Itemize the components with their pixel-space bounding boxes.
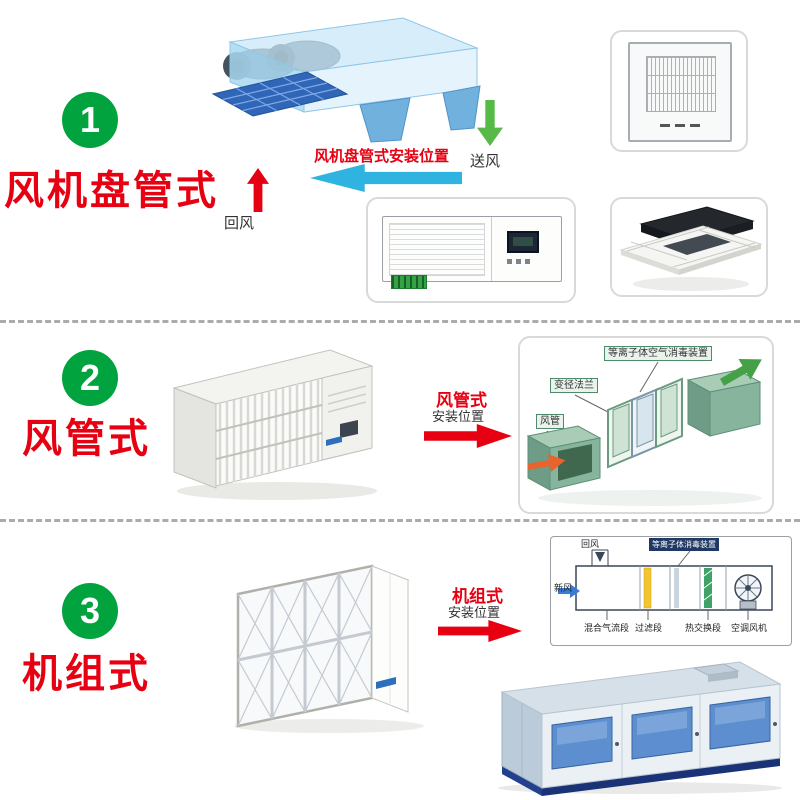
brand-logo-mark <box>326 436 342 446</box>
duct-tag: 风管 <box>536 414 564 429</box>
product-card-duct-device <box>366 197 576 303</box>
frame-members <box>237 573 373 719</box>
section3-install-label-sub: 安装位置 <box>448 605 501 620</box>
duct-device-body <box>382 216 562 289</box>
ahu-3d-illustration <box>498 661 782 796</box>
inlet-duct <box>526 425 602 491</box>
duct-unit-illustration <box>172 349 377 500</box>
schematic-filter-section-label: 过滤段 <box>635 623 663 633</box>
section3-title: 机组式 <box>22 652 151 696</box>
schematic-mixing-section-label: 混合气流段 <box>584 623 630 633</box>
cassette-unit-illustration <box>619 206 763 291</box>
section2-install-arrow <box>424 424 512 448</box>
section3-number: 3 <box>79 590 101 631</box>
device-buttons <box>507 259 530 264</box>
section1-title: 风机盘管式 <box>4 169 219 213</box>
device-vent-texture <box>389 223 485 276</box>
grille-control-slot <box>675 124 685 127</box>
airflow-in-arrow <box>527 454 566 472</box>
product-card-cassette <box>610 197 768 297</box>
section3-number-badge: 3 <box>62 583 118 639</box>
section3-install-label-main: 机组式 <box>452 587 503 606</box>
section3-install-arrow <box>438 620 522 642</box>
schematic-plasma-device-label: 等离子体消毒装置 <box>649 538 719 551</box>
product-card-ceiling-grille <box>610 30 748 152</box>
duct-assembly-card: 等离子体空气消毒装置 变径法兰 风管 <box>518 336 774 514</box>
grille-controls <box>660 124 700 127</box>
plasma-device-tag: 等离子体空气消毒装置 <box>604 346 712 361</box>
air-funnels <box>359 85 481 143</box>
reducing-flange-tag: 变径法兰 <box>550 378 598 393</box>
airflow-out-arrow <box>720 359 762 386</box>
return-air-label: 回风 <box>224 215 255 232</box>
unit-control-panel <box>340 420 358 438</box>
brand-logo-mark <box>376 677 396 689</box>
schematic-return-air-label: 回风 <box>581 539 600 549</box>
grille-control-slot <box>690 124 700 127</box>
grille-core <box>646 56 716 112</box>
section2-number-badge: 2 <box>62 350 118 406</box>
separator-2 <box>0 519 800 522</box>
cell-bracing <box>237 565 373 727</box>
section2-title: 风管式 <box>22 417 151 461</box>
duct-assembly-illustration <box>526 359 762 506</box>
ahu-door-windows <box>551 696 777 770</box>
grille-panel <box>628 42 732 142</box>
device-terminal-connector <box>391 275 427 289</box>
filter-pleats <box>218 379 320 485</box>
plasma-module-panels <box>607 377 683 469</box>
supply-air-label: 送风 <box>470 153 501 170</box>
schematic-heat-exchange-label: 热交换段 <box>685 623 722 633</box>
filter-frame-unit-illustration <box>234 564 424 733</box>
schematic-fresh-air-label: 新风 <box>554 583 573 593</box>
section2-install-label-main: 风管式 <box>436 391 487 410</box>
section2-number: 2 <box>79 357 101 398</box>
device-display-screen <box>507 231 539 253</box>
section1-install-label: 风机盘管式安装位置 <box>314 148 450 165</box>
plasma-filter-panel <box>211 71 349 117</box>
separator-1 <box>0 320 800 323</box>
section2-install-label-sub: 安装位置 <box>432 409 485 424</box>
ahu-schematic-card: 回风 等离子体消毒装置 新风 混合气流段 过滤段 热交换段 空调风机 <box>550 536 792 646</box>
schematic-ac-fan-label: 空调风机 <box>731 623 768 633</box>
section1-number: 1 <box>79 99 101 140</box>
grille-control-slot <box>660 124 670 127</box>
ahu-schematic-drawing <box>558 549 773 620</box>
section1-number-badge: 1 <box>62 92 118 148</box>
device-panel-seam <box>491 217 492 281</box>
fan-coil-unit-illustration <box>211 17 481 143</box>
